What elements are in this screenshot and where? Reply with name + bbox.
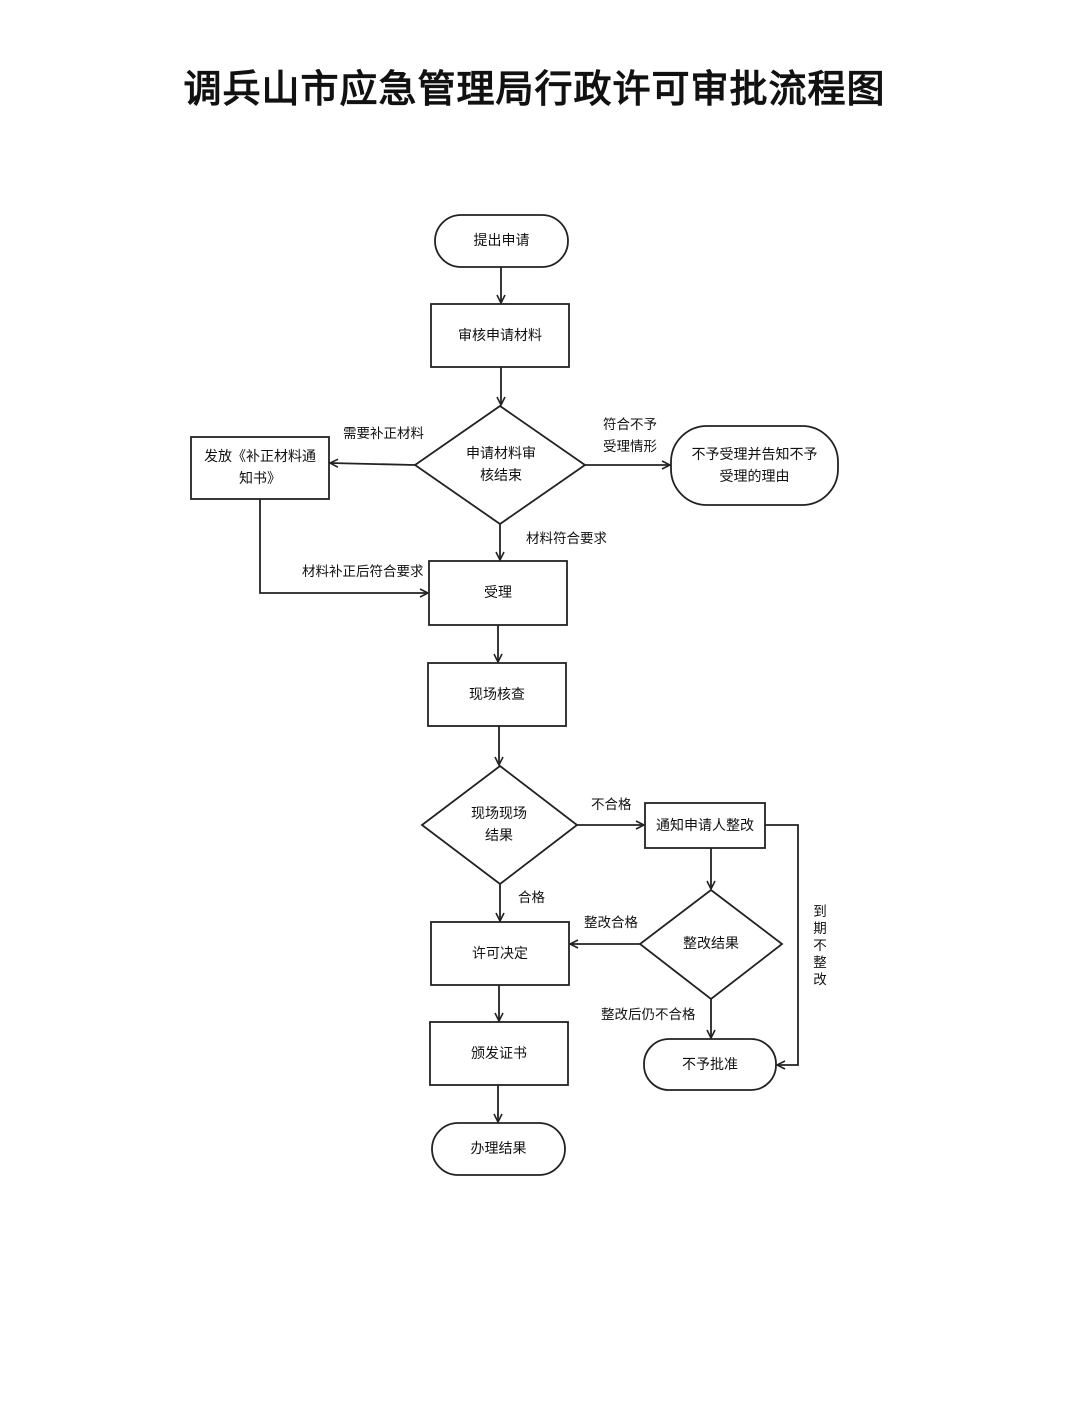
label-overdue: 到期不整改: [813, 904, 827, 988]
review-materials-node-shape: [430, 303, 570, 368]
site-result-decision: 现场现场结果: [471, 806, 527, 844]
not-approved-node: 不予批准: [682, 1056, 738, 1073]
arrow-supplemented-ok: [259, 499, 428, 593]
reject-notice-node-shape: [670, 425, 839, 506]
label-supplemented-ok: 材料补正后符合要求: [302, 564, 424, 580]
review-done-decision: 申请材料审核结束: [466, 446, 536, 484]
accept-node: 受理: [484, 585, 512, 601]
review-materials-node: 审核申请材料: [458, 327, 542, 344]
label-fix-qualified: 整改合格: [584, 915, 638, 931]
decision-node: 许可决定: [472, 945, 528, 962]
label-qualified: 合格: [518, 890, 545, 906]
arrow-overdue: [765, 824, 799, 1065]
label-meets-requirement: 材料符合要求: [526, 531, 607, 547]
fix-result-decision: 整改结果: [683, 936, 739, 952]
start-node: 提出申请: [473, 233, 530, 249]
end-node-shape: [431, 1122, 566, 1176]
issue-cert-node-shape: [429, 1021, 569, 1086]
label-unqualified: 不合格: [591, 797, 632, 813]
decision-node-shape: [430, 921, 570, 986]
site-check-node-shape: [427, 662, 567, 727]
notify-fix-node: 通知申请人整改: [656, 817, 754, 834]
issue-notice-node: 发放《补正材料通知书》: [204, 449, 316, 487]
label-need-supplement: 需要补正材料: [343, 426, 424, 442]
label-still-unqualified: 整改后仍不合格: [601, 1007, 696, 1023]
arrow-need-supplement: [330, 463, 416, 465]
page-title: 调兵山市应急管理局行政许可审批流程图: [183, 67, 886, 111]
label-not-acceptable: 符合不予受理情形: [603, 417, 657, 455]
reject-notice-node: 不予受理并告知不予受理的理由: [691, 446, 818, 485]
end-node: 办理结果: [470, 1141, 527, 1157]
issue-cert-node: 颁发证书: [471, 1045, 527, 1062]
site-check-node: 现场核查: [469, 686, 525, 703]
